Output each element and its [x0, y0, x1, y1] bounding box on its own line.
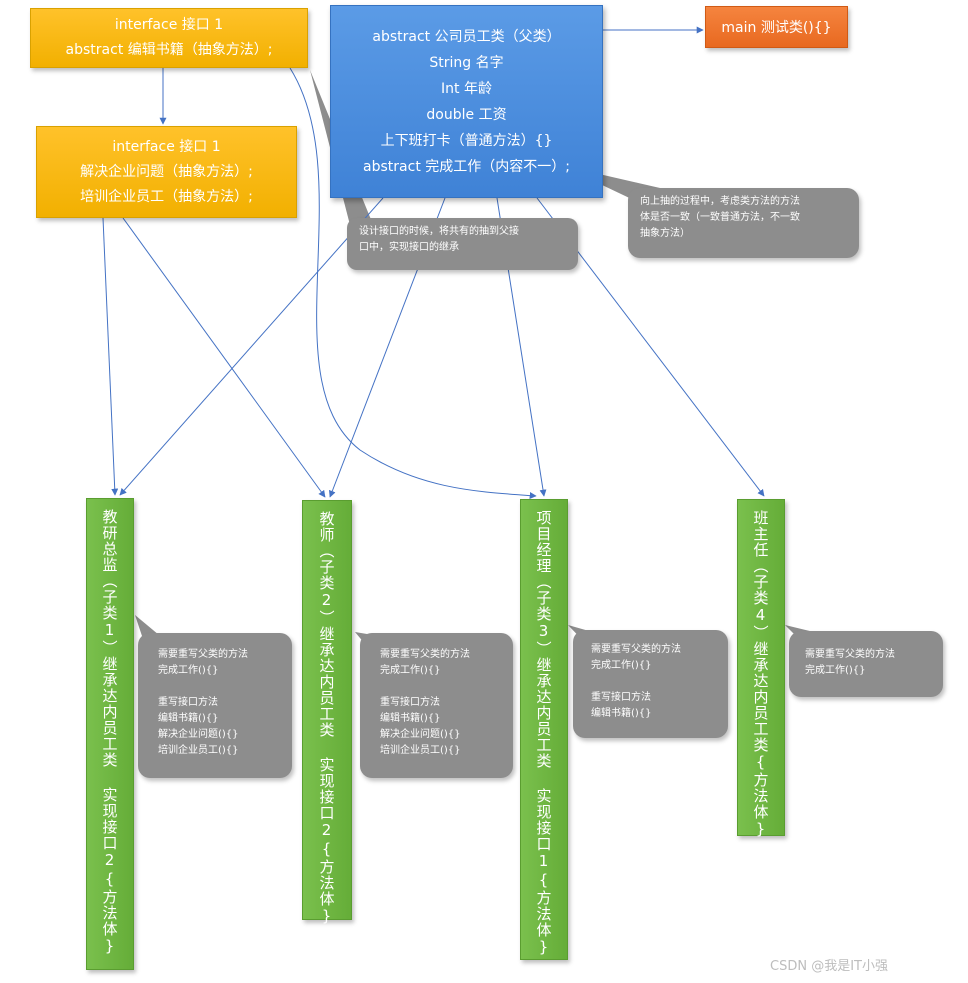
note-subclass-3: 需要重写父类的方法 完成工作(){} 重写接口方法 编辑书籍(){}	[573, 630, 728, 738]
interface-1-method: abstract 编辑书籍（抽象方法）;	[65, 42, 273, 58]
parent-method-work: abstract 完成工作（内容不一）;	[363, 158, 570, 175]
parent-method-clock: 上下班打卡（普通方法）{}	[380, 132, 553, 149]
note-subclass-1: 需要重写父类的方法 完成工作(){} 重写接口方法 编辑书籍(){} 解决企业问…	[138, 633, 292, 778]
subclass-3-box: 项目经理（子类3）继承达内员工类 实现接口1{方法体}	[520, 499, 568, 960]
subclass-2-label: 教师（子类2）继承达内员工类 实现接口2{方法体}	[317, 511, 336, 926]
subclass-1-label: 教研总监（子类1）继承达内员工类 实现接口2{方法体}	[100, 509, 119, 956]
main-test-label: main 测试类(){}	[721, 20, 832, 36]
note-abstraction: 向上抽的过程中，考虑类方法的方法 体是否一致（一致普通方法，不一致 抽象方法）	[628, 188, 859, 258]
note-subclass-2: 需要重写父类的方法 完成工作(){} 重写接口方法 编辑书籍(){} 解决企业问…	[360, 633, 513, 778]
arrow-parent-to-sub1	[119, 197, 384, 496]
interface-1-title: interface 接口 1	[114, 17, 224, 33]
abstract-parent-box: abstract 公司员工类（父类） String 名字 Int 年龄 doub…	[330, 5, 603, 198]
parent-title: abstract 公司员工类（父类）	[372, 28, 561, 45]
subclass-4-box: 班主任（子类4）继承达内员工类{方法体}	[737, 499, 785, 839]
watermark: CSDN @我是IT小强	[770, 959, 888, 974]
interface-1-box: interface 接口 1 abstract 编辑书籍（抽象方法）;	[30, 8, 308, 68]
main-test-box: main 测试类(){}	[705, 6, 848, 48]
subclass-3-label: 项目经理（子类3）继承达内员工类 实现接口1{方法体}	[534, 510, 553, 957]
interface-2-box: interface 接口 1 解决企业问题（抽象方法）; 培训企业员工（抽象方法…	[36, 126, 297, 218]
parent-field-name: String 名字	[429, 54, 504, 71]
subclass-4-label: 班主任（子类4）继承达内员工类{方法体}	[751, 510, 770, 839]
arrow-interface2-to-sub2	[122, 217, 326, 498]
interface-2-method-1: 解决企业问题（抽象方法）;	[80, 163, 253, 180]
interface-2-title: interface 接口 1	[112, 138, 221, 155]
note-interface-design: 设计接口的时候，将共有的抽到父接 口中，实现接口的继承	[347, 218, 578, 270]
subclass-1-box: 教研总监（子类1）继承达内员工类 实现接口2{方法体}	[86, 498, 134, 970]
parent-field-age: Int 年龄	[441, 80, 492, 97]
note-subclass-4: 需要重写父类的方法 完成工作(){}	[789, 631, 943, 697]
arrow-interface2-to-sub1	[102, 217, 119, 496]
subclass-2-box: 教师（子类2）继承达内员工类 实现接口2{方法体}	[302, 500, 352, 926]
parent-field-salary: double 工资	[426, 106, 507, 123]
interface-2-method-2: 培训企业员工（抽象方法）;	[80, 188, 253, 205]
arrow-interface1-to-sub3	[289, 67, 537, 500]
